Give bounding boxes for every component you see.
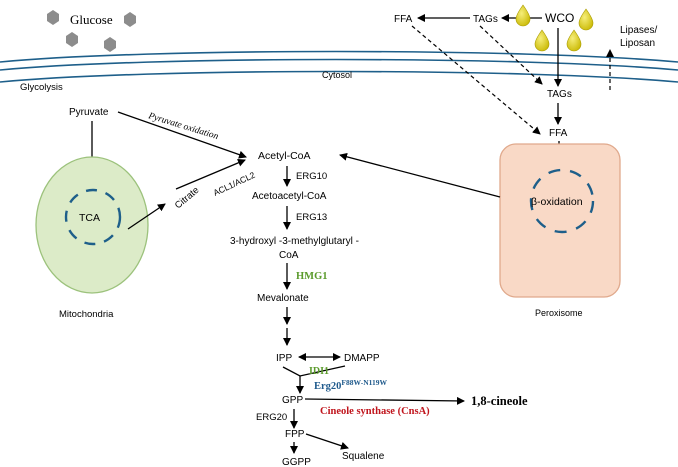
beta-oxidation-label: β-oxidation <box>531 196 583 208</box>
hmg-coa-label-line1: 3-hydroxyl -3-methylglutaryl - <box>230 236 359 247</box>
tags-mid-label: TAGs <box>547 89 572 100</box>
acl-label: ACL1/ACL2 <box>212 170 257 198</box>
glucose-label: Glucose <box>70 12 113 27</box>
erg13-label: ERG13 <box>296 212 327 223</box>
pyruvate-oxidation-label: Pyruvate oxidation <box>146 111 219 142</box>
peroxisome <box>499 143 621 298</box>
ipp-label: IPP <box>276 353 292 364</box>
wco-label: WCO <box>545 11 574 25</box>
gpp-label: GPP <box>282 395 303 406</box>
acetyl-coa-label: Acetyl-CoA <box>258 150 311 162</box>
fpp-label: FPP <box>285 429 305 440</box>
idi1-enzyme: IDI1 <box>309 366 329 377</box>
pyruvate-label: Pyruvate <box>69 107 109 118</box>
mitochondria <box>35 156 149 294</box>
squalene-label: Squalene <box>342 451 385 462</box>
ggpp-label: GGPP <box>282 457 311 467</box>
oil-droplet-icon <box>515 4 594 52</box>
mitochondria-label: Mitochondria <box>59 309 114 320</box>
hmg1-enzyme: HMG1 <box>296 271 328 282</box>
glycolysis-label: Glycolysis <box>20 82 63 93</box>
ffa-mid-label: FFA <box>549 128 568 139</box>
tca-label: TCA <box>79 212 100 224</box>
peroxisome-label: Peroxisome <box>535 308 583 318</box>
tags-top-label: TAGs <box>473 14 498 25</box>
hexagon-icon <box>47 10 136 52</box>
erg20-mutant-sup: F88W-N119W <box>341 378 387 387</box>
erg20-mutant-name: Erg20 <box>314 381 341 392</box>
erg20-label: ERG20 <box>256 412 287 423</box>
ffa-top-label: FFA <box>394 14 413 25</box>
mevalonate-label: Mevalonate <box>257 293 309 304</box>
cnsa-enzyme: Cineole synthase (CnsA) <box>320 406 430 417</box>
cineole-label: 1,8-cineole <box>471 394 528 408</box>
cell-membrane <box>0 50 678 83</box>
liposan-label: Liposan <box>620 38 655 49</box>
erg10-label: ERG10 <box>296 171 327 182</box>
acetoacetyl-coa-label: Acetoacetyl-CoA <box>252 191 327 202</box>
lipases-label: Lipases/ <box>620 25 657 36</box>
hmg-coa-label-line2: CoA <box>279 250 299 261</box>
cytosol-label: Cytosol <box>322 70 352 80</box>
erg20-mutant-enzyme: Erg20F88W-N119W <box>314 378 387 392</box>
dmapp-label: DMAPP <box>344 353 380 364</box>
